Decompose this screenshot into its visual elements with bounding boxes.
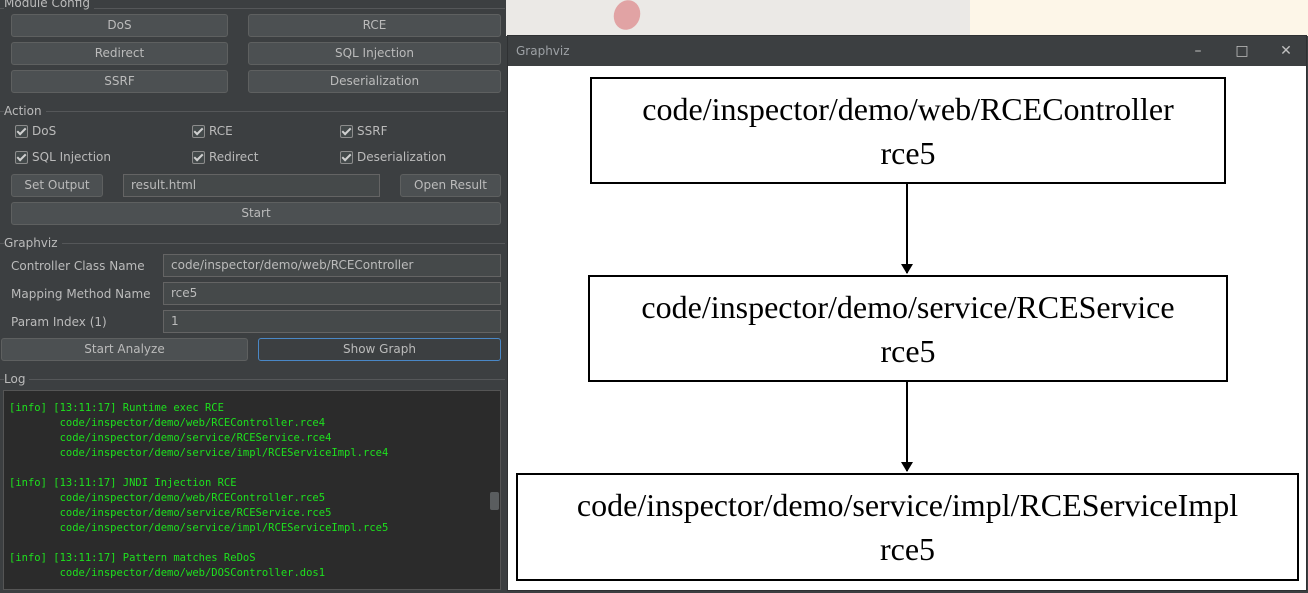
- log-text: [info] [13:11:17] Runtime exec RCE code/…: [9, 402, 389, 579]
- module-config-title: Module Config: [4, 0, 94, 10]
- redirect-module-button[interactable]: Redirect: [11, 42, 228, 65]
- graph-node-service-impl: code/inspector/demo/service/impl/RCEServ…: [516, 473, 1299, 581]
- param-index-input[interactable]: 1: [163, 310, 501, 333]
- start-button[interactable]: Start: [11, 202, 501, 225]
- node-method-label: rce5: [880, 135, 936, 171]
- desktop-background: [506, 0, 970, 36]
- checkmark-icon: [340, 124, 353, 138]
- minimize-icon[interactable]: –: [1194, 43, 1202, 59]
- mapping-method-label: Mapping Method Name: [11, 287, 151, 301]
- rce-checkbox[interactable]: RCE: [192, 124, 233, 138]
- checkmark-icon: [340, 150, 353, 164]
- mapping-method-input[interactable]: rce5: [163, 282, 501, 305]
- ssrf-checkbox-label: SSRF: [357, 124, 388, 138]
- graph-node-service: code/inspector/demo/service/RCEService r…: [588, 275, 1228, 382]
- checkmark-icon: [192, 124, 205, 138]
- open-result-button[interactable]: Open Result: [400, 174, 501, 197]
- dos-checkbox[interactable]: DoS: [15, 124, 56, 138]
- deserialization-module-button[interactable]: Deserialization: [248, 70, 501, 93]
- show-graph-button[interactable]: Show Graph: [258, 338, 501, 361]
- checkmark-icon: [15, 124, 28, 138]
- dos-checkbox-label: DoS: [32, 124, 57, 138]
- deserialization-checkbox[interactable]: Deserialization: [340, 150, 446, 164]
- desktop-background-right: [970, 0, 1308, 36]
- checkmark-icon: [192, 150, 205, 164]
- sql-injection-checkbox-label: SQL Injection: [32, 150, 112, 164]
- redirect-checkbox[interactable]: Redirect: [192, 150, 259, 164]
- log-panel[interactable]: [info] [13:11:17] Runtime exec RCE code/…: [3, 390, 501, 590]
- output-file-field[interactable]: result.html: [123, 174, 380, 197]
- sql-injection-module-button[interactable]: SQL Injection: [248, 42, 501, 65]
- node-class-label: code/inspector/demo/service/impl/RCEServ…: [576, 487, 1239, 523]
- rce-checkbox-label: RCE: [209, 124, 233, 138]
- graph-node-controller: code/inspector/demo/web/RCEController rc…: [590, 77, 1226, 184]
- controller-class-label: Controller Class Name: [11, 259, 145, 273]
- controller-class-input[interactable]: code/inspector/demo/web/RCEController: [163, 254, 501, 277]
- checkmark-icon: [15, 150, 28, 164]
- node-method-label: rce5: [879, 531, 936, 567]
- deserialization-checkbox-label: Deserialization: [357, 150, 447, 164]
- graph-edges: [901, 183, 913, 472]
- ssrf-checkbox[interactable]: SSRF: [340, 124, 387, 138]
- redirect-checkbox-label: Redirect: [209, 150, 259, 164]
- log-section-title: Log: [4, 372, 30, 386]
- graphviz-section-title: Graphviz: [4, 236, 62, 250]
- close-icon[interactable]: ✕: [1280, 43, 1292, 59]
- node-class-label: code/inspector/demo/service/RCEService: [641, 289, 1175, 325]
- sql-injection-checkbox[interactable]: SQL Injection: [15, 150, 111, 164]
- param-index-label: Param Index (1): [11, 315, 107, 329]
- set-output-button[interactable]: Set Output: [11, 174, 103, 197]
- node-method-label: rce5: [880, 333, 936, 369]
- start-analyze-button[interactable]: Start Analyze: [1, 338, 248, 361]
- graphviz-window: Graphviz – □ ✕ code/inspector/demo/web/R…: [507, 35, 1307, 591]
- action-section-title: Action: [4, 104, 46, 118]
- rce-module-button[interactable]: RCE: [248, 14, 501, 37]
- ssrf-module-button[interactable]: SSRF: [11, 70, 228, 93]
- window-title: Graphviz: [516, 44, 570, 58]
- log-scrollbar[interactable]: [490, 492, 499, 510]
- maximize-icon[interactable]: □: [1235, 43, 1249, 59]
- node-class-label: code/inspector/demo/web/RCEController: [642, 91, 1174, 127]
- dos-module-button[interactable]: DoS: [11, 14, 228, 37]
- window-titlebar[interactable]: Graphviz – □ ✕: [508, 36, 1306, 66]
